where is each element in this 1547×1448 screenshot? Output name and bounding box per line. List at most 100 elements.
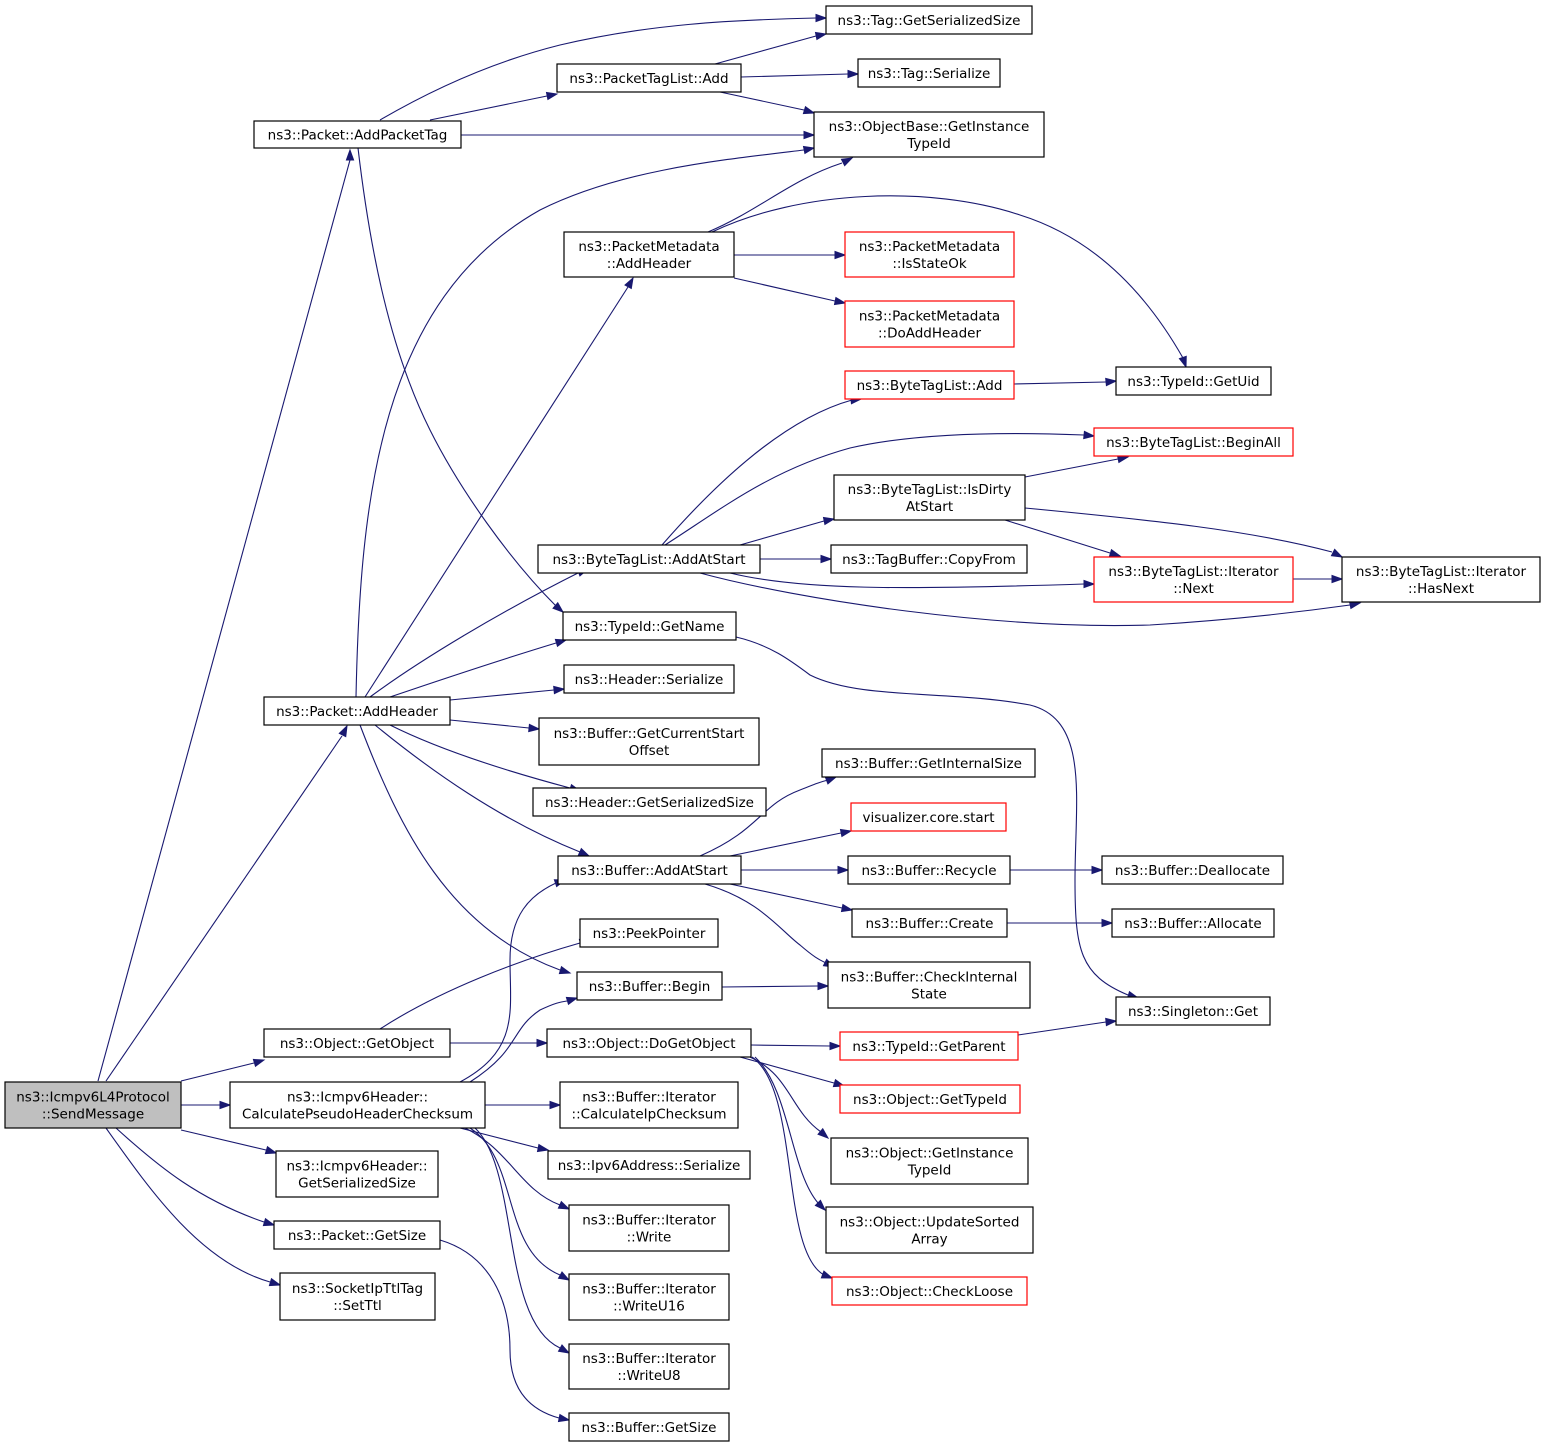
arrowhead: [820, 1270, 834, 1279]
node-itWriteU16[interactable]: ns3::Buffer::Iterator::WriteU16: [568, 1273, 730, 1321]
node-label: ns3::Buffer::Iterator: [582, 1090, 716, 1106]
edge-addPacketTag-to-ptlAdd: [429, 91, 559, 121]
arrowhead: [338, 724, 348, 738]
edge-ptlAdd-to-obGetInst: [719, 91, 816, 115]
edge-line: [1017, 1021, 1107, 1036]
node-getObject[interactable]: ns3::Object::GetObject: [263, 1028, 451, 1058]
edge-pmAddHeader-to-tidGetUid: [711, 195, 1187, 369]
node-itCalcIp[interactable]: ns3::Buffer::Iterator::CalculateIpChecks…: [559, 1081, 739, 1129]
node-box: [1093, 427, 1294, 457]
node-label: ns3::Buffer::Iterator: [582, 1351, 716, 1367]
node-box: [844, 231, 1015, 278]
edge-line: [704, 883, 827, 964]
node-tagSerSize[interactable]: ns3::Tag::GetSerializedSize: [825, 5, 1033, 35]
node-hdrSerialize[interactable]: ns3::Header::Serialize: [563, 664, 735, 694]
node-vizStart[interactable]: visualizer.core.start: [850, 802, 1007, 832]
node-box: [839, 1084, 1021, 1114]
node-bufRecycle[interactable]: ns3::Buffer::Recycle: [847, 855, 1011, 885]
arrowhead: [840, 157, 854, 167]
node-bufGetSize[interactable]: ns3::Buffer::GetSize: [568, 1412, 730, 1442]
edge-line: [439, 1239, 560, 1419]
node-label: ns3::Icmpv6L4Protocol: [16, 1090, 170, 1106]
node-pmDoAddHeader[interactable]: ns3::PacketMetadata::DoAddHeader: [844, 300, 1015, 348]
node-bufAddAtStart[interactable]: ns3::Buffer::AddAtStart: [557, 855, 742, 885]
arrowhead: [1101, 918, 1114, 928]
node-box: [850, 802, 1007, 832]
node-box: [1111, 908, 1275, 938]
edge-send-to-icmpSerSize: [180, 1129, 278, 1155]
node-setTtl[interactable]: ns3::SocketIpTtlTag::SetTtl: [279, 1272, 436, 1321]
node-bufGetInternal[interactable]: ns3::Buffer::GetInternalSize: [821, 748, 1036, 778]
node-btlAddAtStart[interactable]: ns3::ByteTagList::AddAtStart: [537, 544, 761, 574]
node-itWriteU8[interactable]: ns3::Buffer::Iterator::WriteU8: [568, 1343, 730, 1390]
edge-addHeaderPkt-to-obGetInst: [355, 145, 816, 698]
edge-ptlAdd-to-tagSerialize: [740, 69, 860, 79]
edge-send-to-pktGetSize: [115, 1127, 276, 1227]
node-addHeaderPkt[interactable]: ns3::Packet::AddHeader: [263, 696, 451, 726]
node-btlAdd[interactable]: ns3::ByteTagList::Add: [844, 370, 1015, 400]
arrowhead: [624, 276, 634, 290]
node-pmAddHeader[interactable]: ns3::PacketMetadata::AddHeader: [563, 231, 735, 278]
node-tagSerialize[interactable]: ns3::Tag::Serialize: [857, 58, 1001, 88]
edge-line: [1024, 507, 1333, 553]
node-icmpSerSize[interactable]: ns3::Icmpv6Header::GetSerializedSize: [275, 1150, 439, 1198]
edge-send-to-calcPseudo: [181, 1100, 232, 1110]
node-send[interactable]: ns3::Icmpv6L4Protocol::SendMessage: [4, 1081, 182, 1129]
node-label: ns3::Object::GetObject: [280, 1036, 434, 1052]
node-label: ns3::TypeId::GetParent: [852, 1039, 1005, 1055]
node-label: ns3::Tag::Serialize: [868, 66, 991, 82]
node-bufDealloc[interactable]: ns3::Buffer::Deallocate: [1101, 855, 1284, 885]
node-box: [546, 1028, 752, 1058]
node-box: [576, 971, 723, 1001]
node-calcPseudo[interactable]: ns3::Icmpv6Header::CalculatePseudoHeader…: [229, 1081, 486, 1129]
node-btlItNext[interactable]: ns3::ByteTagList::Iterator::Next: [1093, 556, 1294, 603]
node-box: [557, 855, 742, 885]
node-box: [556, 63, 742, 93]
node-box: [857, 58, 1001, 88]
arrowhead: [829, 1041, 842, 1051]
node-bufBegin[interactable]: ns3::Buffer::Begin: [576, 971, 723, 1001]
node-tidGetParent[interactable]: ns3::TypeId::GetParent: [839, 1031, 1019, 1061]
node-objGetTypeId[interactable]: ns3::Object::GetTypeId: [839, 1084, 1021, 1114]
arrowhead: [839, 828, 853, 838]
edge-pmAddHeader-to-obGetInst: [707, 157, 854, 233]
node-tbCopyFrom[interactable]: ns3::TagBuffer::CopyFrom: [830, 544, 1028, 574]
node-pktGetSize[interactable]: ns3::Packet::GetSize: [273, 1220, 441, 1250]
node-hdrSerSize[interactable]: ns3::Header::GetSerializedSize: [532, 787, 767, 817]
node-itWrite[interactable]: ns3::Buffer::Iterator::Write: [568, 1204, 730, 1252]
edge-line: [729, 883, 843, 909]
node-box: [538, 717, 760, 766]
node-label: ns3::Header::Serialize: [575, 672, 724, 688]
node-btlBeginAll[interactable]: ns3::ByteTagList::BeginAll: [1093, 427, 1294, 457]
arrowhead: [557, 1271, 571, 1281]
node-doGetObject[interactable]: ns3::Object::DoGetObject: [546, 1028, 752, 1058]
node-pmIsStateOk[interactable]: ns3::PacketMetadata::IsStateOk: [844, 231, 1015, 278]
edge-bufAddAtStart-to-vizStart: [729, 828, 853, 857]
arrowhead: [814, 1199, 827, 1212]
node-label: ::WriteU8: [617, 1368, 680, 1384]
edge-line: [355, 149, 805, 698]
node-ipv6Ser[interactable]: ns3::Ipv6Address::Serialize: [547, 1150, 751, 1180]
node-addPacketTag[interactable]: ns3::Packet::AddPacketTag: [253, 120, 462, 149]
node-bufCreate[interactable]: ns3::Buffer::Create: [851, 908, 1008, 938]
node-label: ::HasNext: [1408, 581, 1474, 597]
edge-line: [1004, 519, 1111, 554]
edge-send-to-getObject: [180, 1058, 266, 1082]
node-objCheckLoose[interactable]: ns3::Object::CheckLoose: [831, 1276, 1028, 1306]
node-box: [4, 1081, 182, 1129]
node-ptlAdd[interactable]: ns3::PacketTagList::Add: [556, 63, 742, 93]
arrowhead: [345, 148, 355, 161]
node-peekPointer[interactable]: ns3::PeekPointer: [579, 918, 719, 948]
edge-line: [464, 1127, 561, 1206]
node-btlItHasNext[interactable]: ns3::ByteTagList::Iterator::HasNext: [1341, 556, 1541, 603]
node-singletonGet[interactable]: ns3::Singleton::Get: [1115, 996, 1271, 1026]
node-tidGetUid[interactable]: ns3::TypeId::GetUid: [1115, 366, 1272, 396]
node-bufAlloc[interactable]: ns3::Buffer::Allocate: [1111, 908, 1275, 938]
node-tidGetName[interactable]: ns3::TypeId::GetName: [562, 611, 737, 641]
